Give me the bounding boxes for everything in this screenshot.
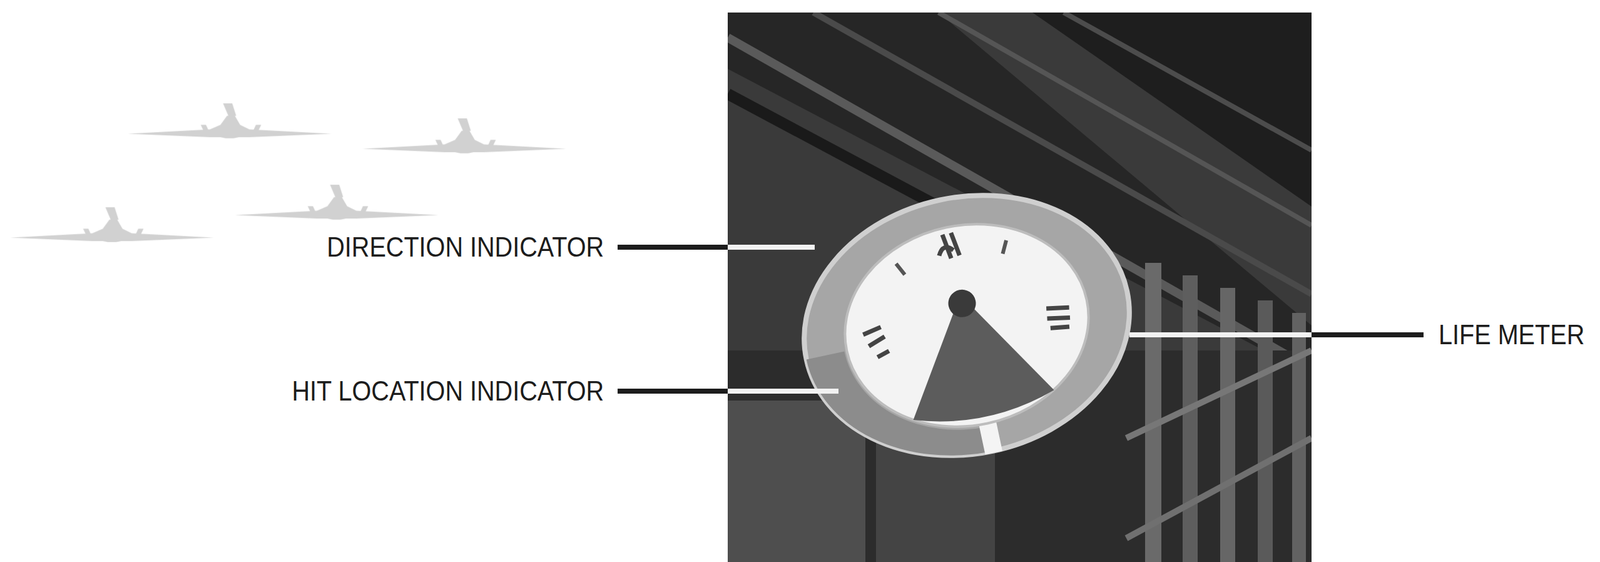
- west-glyph: [862, 326, 890, 360]
- leader-line: [727, 388, 839, 394]
- plane-silhouette: [234, 184, 439, 220]
- screenshot-background: [727, 12, 1312, 562]
- vertical-bar: [1220, 287, 1236, 562]
- beam-edge: [727, 93, 939, 207]
- vertical-bar: [1182, 275, 1198, 562]
- plane-silhouettes: [10, 103, 567, 243]
- view-cone: [889, 279, 1057, 432]
- plane-silhouette: [362, 118, 567, 154]
- leader-line: [1129, 332, 1312, 338]
- plane-silhouette: [127, 103, 332, 139]
- callout-label: DIRECTION INDICATOR: [326, 233, 604, 261]
- player-marker: [945, 287, 979, 320]
- diagonal-strut: [1126, 350, 1312, 439]
- life-meter-ring: [779, 165, 1154, 485]
- leader-lines: [617, 247, 1424, 392]
- leader-line: [727, 244, 815, 250]
- callout-label: LIFE METER: [1438, 321, 1585, 349]
- vertical-bar: [1257, 300, 1273, 562]
- compass-hud: [779, 165, 1154, 487]
- leader-line: [1311, 332, 1424, 338]
- callout-label: HIT LOCATION INDICATOR: [291, 377, 604, 405]
- vertical-bar: [1292, 312, 1306, 562]
- plane-silhouette: [10, 207, 215, 243]
- ring-notch: [979, 421, 1003, 455]
- north-glyph: [934, 232, 960, 261]
- tick-mark: [896, 240, 1009, 276]
- compass-face: [825, 202, 1108, 450]
- east-glyph: [1044, 303, 1074, 331]
- leader-line: [617, 244, 728, 250]
- crate-block: [727, 400, 866, 562]
- diagonal-strut: [1126, 438, 1312, 539]
- leader-line: [617, 388, 728, 394]
- game-screenshot: [727, 12, 1312, 562]
- beam-edge: [1063, 12, 1312, 151]
